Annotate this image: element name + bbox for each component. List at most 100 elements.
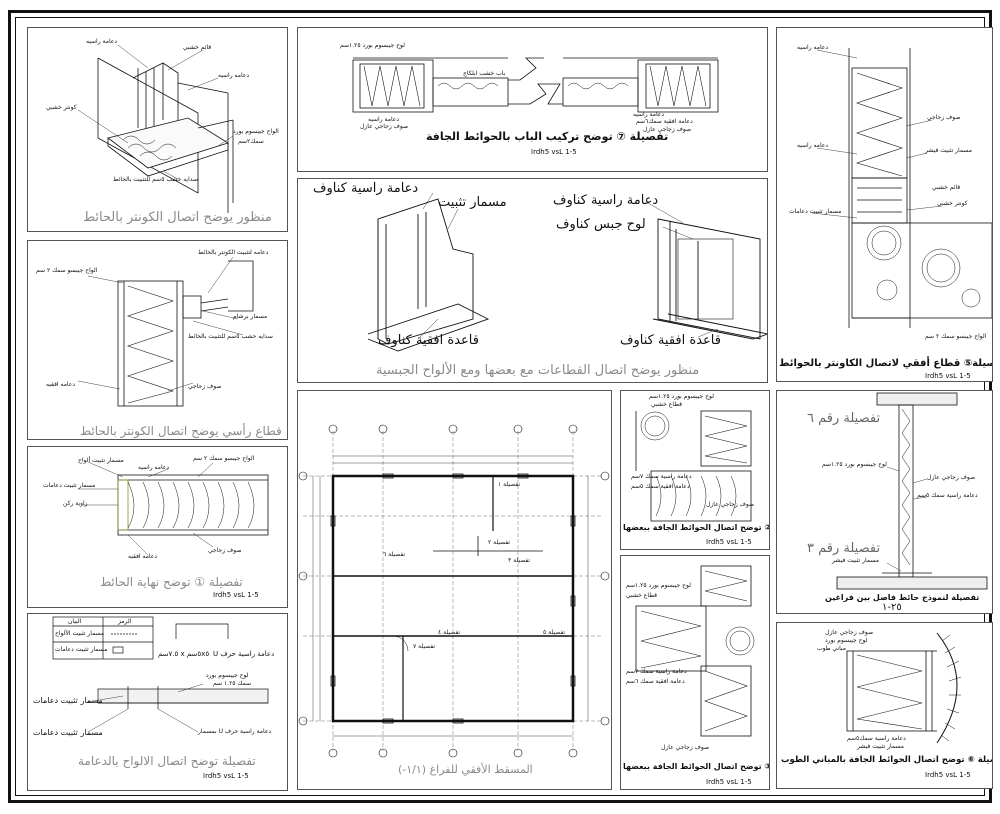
plan-tag-5: تفصيلة ٥: [543, 629, 566, 636]
d2-label-2: قطاع خشبي: [651, 401, 682, 408]
floor-wall-title-top: تفصيلة رقم ٦: [807, 411, 881, 426]
plan-tag-1: تفصيلة ١: [498, 481, 521, 488]
wall-end-label-1: الواح جيبسو سمك ٢ سم: [193, 455, 255, 462]
legend-header-desc: البيان: [68, 618, 82, 625]
sec-counter-label-1: دعامه لتثبيت الكونتر بالحائط: [198, 249, 269, 256]
iso-studs-label-6: قاعدة افقية كناوف: [620, 333, 721, 348]
wall-end-label-5: زاوية ركن: [63, 500, 88, 507]
wall-end-label-7: صوف زجاجي: [208, 547, 242, 554]
sec-counter-label-6: صوف زجاجي: [188, 383, 222, 390]
joint-label-4: سمك ١.٢٥ سم: [213, 680, 251, 687]
vsec-label-6: مسمار تثبيت دعامات: [789, 208, 842, 215]
vsec-scale: Irdh5 vsL 1-5: [925, 372, 971, 380]
wall-end-scale: Irdh5 vsL 1-5: [213, 591, 259, 599]
door-label-5: دعامة راسيه: [633, 111, 665, 118]
joint-label-6: مسمار تثبيت دعامات: [33, 728, 103, 737]
vsec-label-4: مسمار تثبيت فيشر: [925, 147, 972, 154]
fw-label-2: صوف زجاجي عازل: [927, 474, 976, 481]
d2-label-5: صوف زجاجي عازل: [706, 501, 755, 508]
floor-wall-sub: ٢٥-١: [882, 602, 902, 613]
board-joint-drawing: [52, 616, 269, 733]
door-label-2: باب خشب ابلكاج: [463, 70, 506, 77]
panel-iso-counter: دعامة راسيه قائم خشبي دعامه راسيه كونتر …: [27, 27, 288, 232]
joint-label-5: مسمار تثبيت دعامات: [33, 696, 103, 705]
plan-tag-2: تفصيلة ٢: [488, 539, 511, 546]
plan-tag-4: تفصيلة ٤: [438, 629, 461, 636]
vsec-label-8: الواح جيبسو سمك ٢ سم: [925, 333, 987, 340]
sec-counter-label-5: دعامه افقيه: [46, 381, 76, 388]
fw-label-1: لوح جيبسوم بورد ١.٢٥سم: [822, 461, 887, 468]
panel-wall-end: الواح جيبسو سمك ٢ سم مسمار تثبيت ألواح د…: [27, 446, 288, 608]
door-scale: Irdh5 vsL 1-5: [531, 148, 577, 156]
section-counter-drawing: [77, 256, 254, 407]
panel-masonry: صوف زجاجي عازل لوح جيبسوم بورد مباني طوب…: [776, 622, 993, 789]
legend-row-1: مسمار تثبيت الألواح: [55, 630, 105, 637]
vsec-label-5: قائم خشبي: [932, 184, 961, 191]
plan-tag-7: تفصيلة ٧: [413, 643, 436, 650]
d3-label-1: لوح جيبسوم بورد ١.٢٥سم: [626, 582, 691, 589]
door-label-7: صوف زجاجي عازل: [643, 126, 692, 133]
board-joint-caption: تفصيلة توضح اتصال الالواح بالدعامة: [78, 754, 256, 768]
joint-label-2: ٥x٥سم x ٧.٥سم: [158, 650, 210, 658]
panel-detail-3: لوح جيبسوم بورد ١.٢٥سم قطاع خشبي دعامة ر…: [620, 555, 770, 790]
mas-label-2: لوح جيبسوم بورد: [825, 637, 868, 644]
panel-iso-studs: دعامة راسية كناوف مسمار تثبيت قاعدة افقي…: [297, 178, 768, 383]
iso-counter-label-5: الواح جيبسوم بورد: [233, 128, 279, 135]
wall-end-label-4: مسمار تثبيت دعامات: [43, 482, 96, 489]
vsec-label-2: صوف زجاجي: [927, 114, 961, 121]
fw-label-3: دعامة راسية سمك ٥سم: [917, 492, 978, 499]
floor-wall-title-bottom: تفصيلة رقم ٣: [807, 541, 881, 556]
iso-studs-caption: منظور يوضح اتصال القطاعات مع بعضها ومع ا…: [376, 363, 700, 378]
door-label-6: دعامة افقية سمك٦سم: [636, 118, 693, 125]
panel-vertical-section: دعامه راسيه صوف زجاجي دعامه راسيه مسمار …: [776, 27, 993, 382]
d2-label-1: لوح جيبسوم بورد ١.٢٥سم: [649, 393, 714, 400]
floor-plan-caption: المسقط الأفقي للفراغ (١/١-): [398, 763, 533, 776]
d3-scale: Irdh5 vsL 1-5: [706, 778, 752, 786]
vertical-section-drawing: [811, 48, 992, 328]
sec-counter-label-2: الواح جيبسو سمك ٢ سم: [36, 267, 98, 274]
mas-label-3: مباني طوب: [817, 645, 846, 652]
legend-header-symbol: الرمز: [118, 618, 132, 625]
fw-label-4: مسمار تثبيت فيشر: [832, 557, 879, 564]
panel-board-joint: الرمز البيان مسمار تثبيت الألواح مسمار ت…: [27, 613, 288, 791]
iso-studs-label-1: دعامة راسية كناوف: [313, 181, 419, 196]
door-label-3: دعامة راسيه: [368, 116, 400, 123]
wall-end-label-3: دعامه راسيه: [138, 464, 170, 471]
sec-counter-label-3: مسمار برشام: [233, 313, 268, 320]
iso-studs-label-2: مسمار تثبيت: [438, 195, 507, 210]
wall-end-label-6: دعامه افقيه: [128, 553, 158, 560]
iso-counter-caption: منظور يوضح اتصال الكونتر بالحائط: [83, 210, 272, 225]
door-label-1: لوح جيبسوم بورد ١.٢٥سم: [340, 42, 405, 49]
joint-label-3: لوح جيبسوم بورد: [206, 672, 249, 679]
d3-caption: تفصيلة ③ توضح اتصال الحوائط الجافة ببعضه…: [623, 762, 769, 771]
panel-door-detail: لوح جيبسوم بورد ١.٢٥سم باب خشب ابلكاج دع…: [297, 27, 768, 172]
vsec-label-1: دعامه راسيه: [797, 44, 829, 51]
detail-3-drawing: [635, 565, 755, 737]
floor-wall-drawing: [836, 392, 988, 590]
iso-studs-label-3: قاعدة افقية كناوف: [378, 333, 479, 348]
d3-label-2: قطاع خشبي: [626, 592, 657, 599]
panel-floor-plan: تفصيلة ١ تفصيلة ٢ تفصيلة ٣ تفصيلة ٤ تفصي…: [297, 390, 612, 790]
sec-counter-caption: قطاع رأسي يوضح اتصال الكونتر بالحائط: [80, 424, 282, 438]
d2-label-3: دعامة راسية سمك ٧سم: [631, 473, 692, 480]
iso-counter-drawing: [77, 44, 234, 213]
vsec-caption: تفصيلة⑤ قطاع أفقي لاتصال الكاونتر بالحوا…: [779, 358, 993, 369]
iso-counter-label-2: قائم خشبي: [183, 44, 212, 51]
iso-counter-label-3: دعامه راسيه: [218, 72, 250, 79]
wall-end-label-2: مسمار تثبيت ألواح: [78, 457, 124, 464]
floor-plan-drawing: [298, 424, 610, 758]
masonry-caption: تفصيلة ⑥ توضح اتصال الحوائط الجافة بالمب…: [781, 755, 993, 765]
iso-counter-label-1: دعامة راسيه: [86, 38, 118, 45]
panel-section-counter: دعامه لتثبيت الكونتر بالحائط الواح جيبسو…: [27, 240, 288, 440]
sec-counter-label-4: سدايه خشب ٥سم للتثبيت بالحائط: [188, 333, 273, 340]
d2-caption: تفصيلة ② توضح اتصال الحوائط الجافة ببعضه…: [623, 523, 769, 532]
vsec-label-7: كونتر خشبي: [937, 200, 968, 207]
d3-label-4: دعامة افقية سمك ٦سم: [626, 678, 685, 685]
mas-label-1: صوف زجاجي عازل: [825, 629, 874, 636]
mas-label-5: مسمار تثبيت فيشر: [857, 743, 904, 750]
iso-counter-label-6: سمك٢سم: [238, 138, 264, 145]
door-detail-drawing: [352, 57, 719, 113]
panel-detail-2: لوح جيبسوم بورد ١.٢٥سم قطاع خشبي دعامة ر…: [620, 390, 770, 550]
door-label-4: صوف زجاجي عازل: [360, 123, 409, 130]
iso-studs-drawing: [367, 192, 767, 352]
